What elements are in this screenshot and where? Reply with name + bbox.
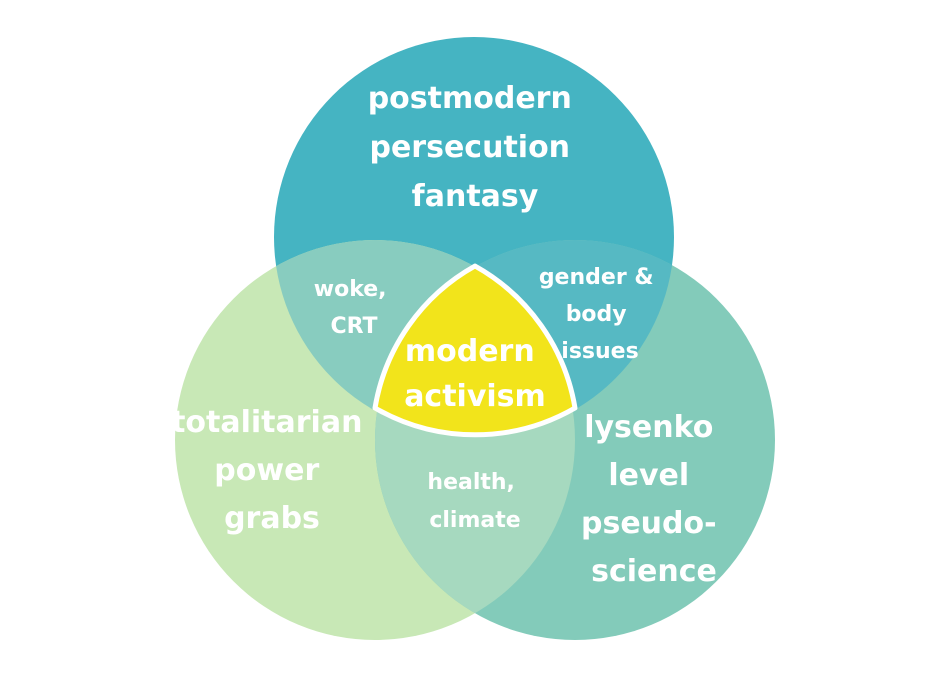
- right-circle-line-1: lysenko: [584, 410, 713, 445]
- overlap-top-right-line-1: gender &: [539, 265, 654, 290]
- top-circle-line-3: fantasy: [412, 179, 539, 214]
- center-line-2: activism: [404, 379, 546, 414]
- left-circle-line-1: totalitarian: [171, 405, 362, 440]
- right-circle-line-2: level: [608, 458, 689, 493]
- right-circle-line-4: science: [591, 554, 717, 589]
- left-circle-line-3: grabs: [224, 501, 320, 536]
- overlap-top-left-line-2: CRT: [330, 314, 377, 339]
- top-circle-line-2: persecution: [369, 130, 570, 165]
- overlap-left-right-line-2: climate: [429, 508, 520, 533]
- right-circle-label: lysenko level pseudo- science: [581, 410, 727, 589]
- center-line-1: modern: [405, 334, 535, 369]
- overlap-top-right-label: gender & body issues: [539, 265, 661, 364]
- center-label: modern activism: [404, 334, 546, 414]
- overlap-left-right-line-1: health,: [427, 470, 515, 495]
- overlap-left-right-label: health, climate: [427, 470, 522, 533]
- overlap-top-left-line-1: woke,: [314, 277, 387, 302]
- center-region: [372, 263, 578, 438]
- overlap-top-right-line-3: issues: [561, 339, 638, 364]
- top-circle-line-1: postmodern: [368, 81, 572, 116]
- left-circle-label: totalitarian power grabs: [171, 405, 373, 536]
- overlap-top-right-line-2: body: [566, 302, 627, 327]
- right-circle-line-3: pseudo-: [581, 506, 717, 541]
- left-circle-line-2: power: [214, 453, 319, 488]
- overlap-top-left-label: woke, CRT: [314, 277, 394, 339]
- top-circle-label: postmodern persecution fantasy: [368, 81, 583, 214]
